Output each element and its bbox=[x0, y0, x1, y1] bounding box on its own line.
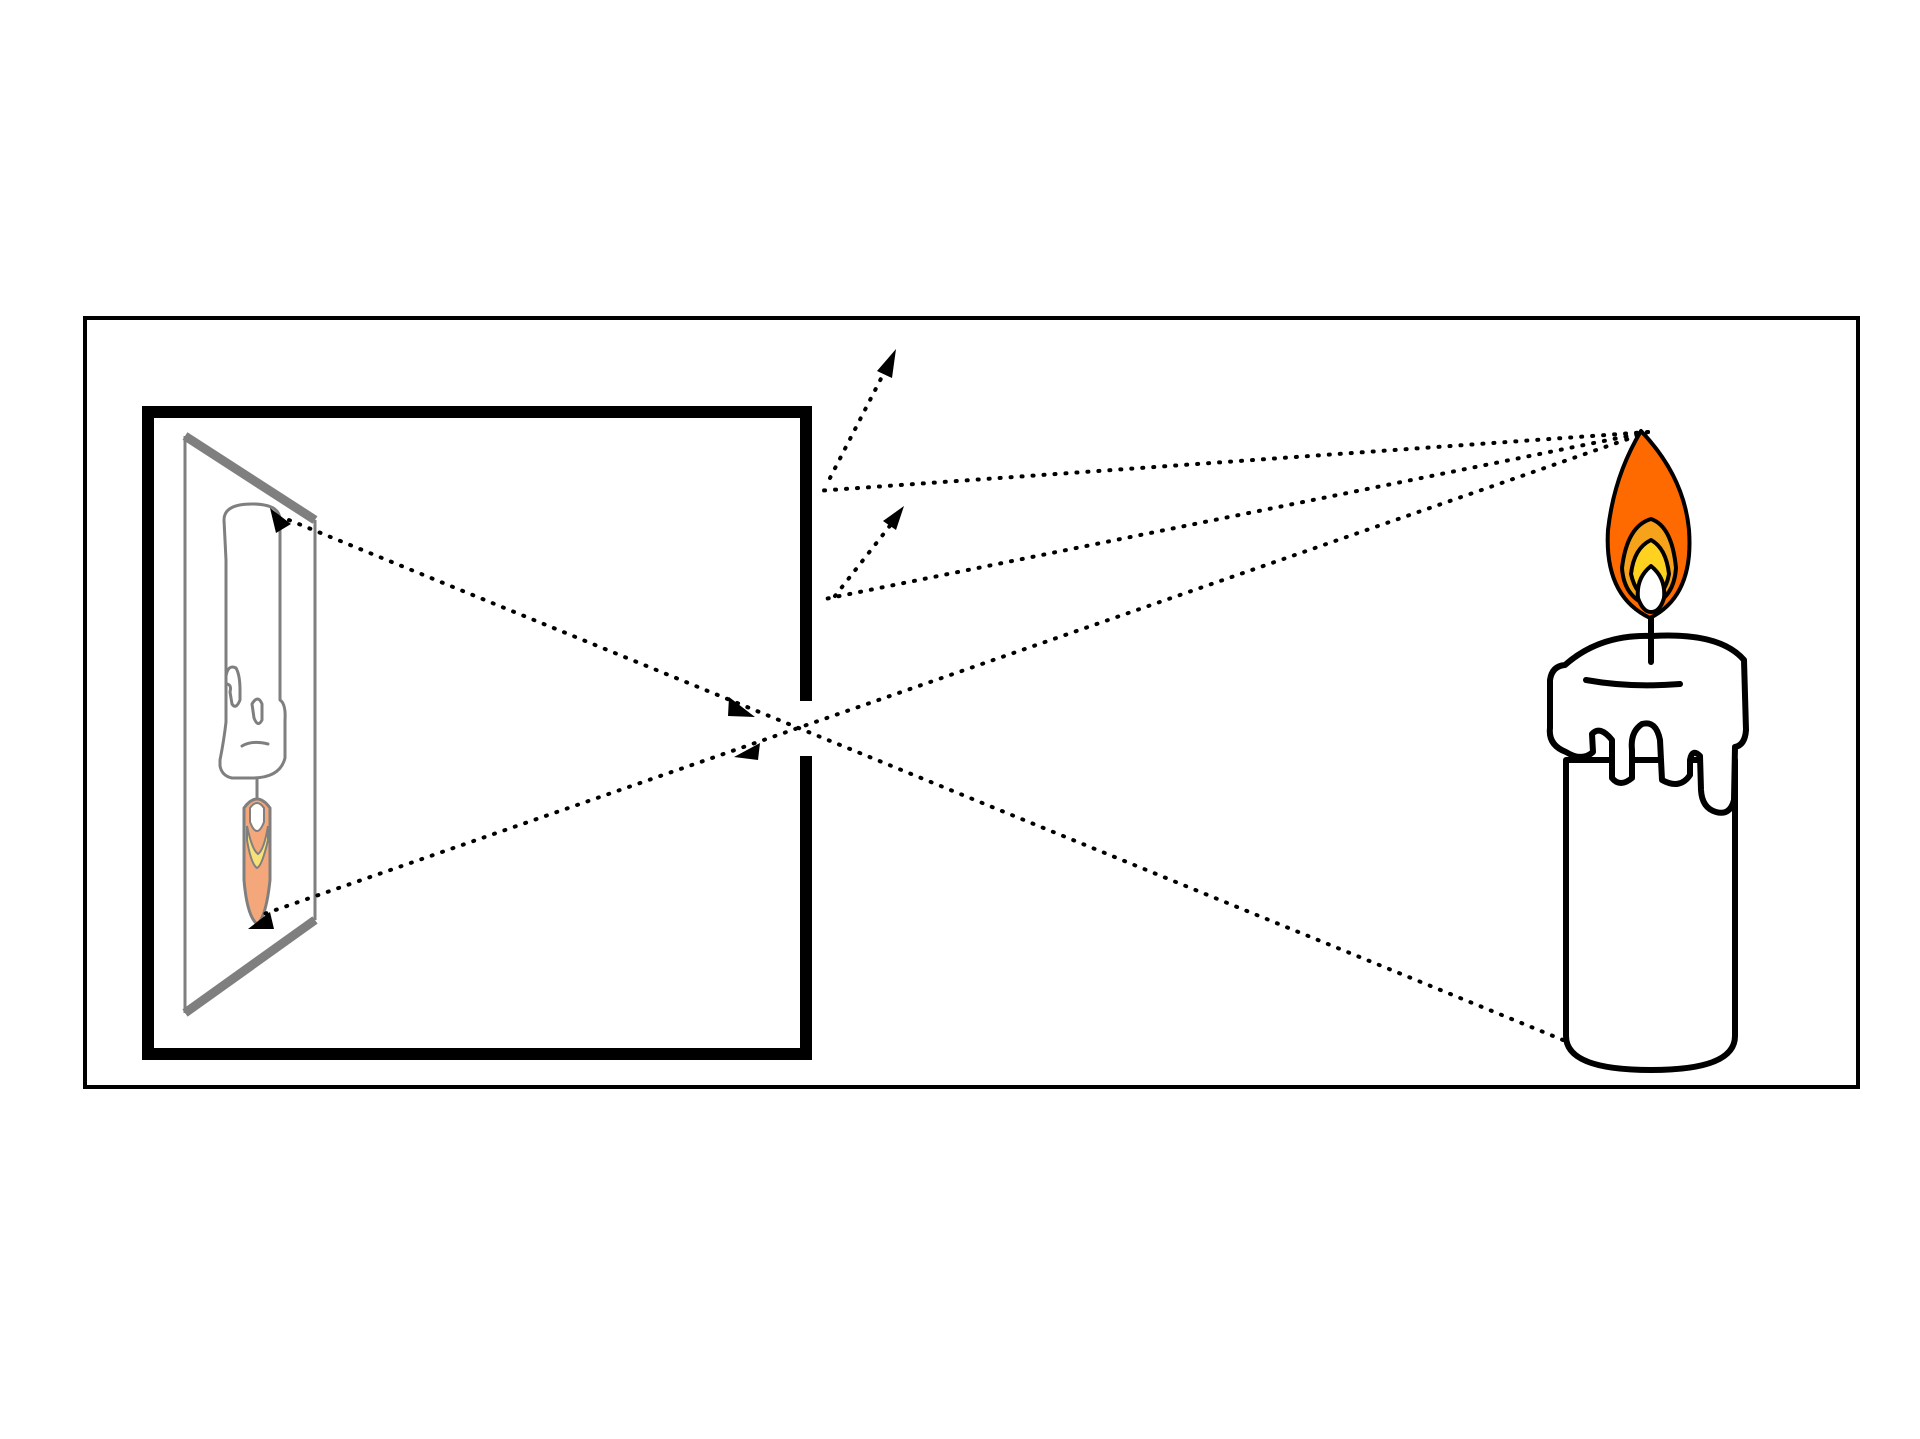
ray-bottom-to-top-image bbox=[282, 516, 1565, 1042]
arrowhead-image-bottom bbox=[248, 912, 274, 929]
ray-reflected-lower bbox=[833, 516, 898, 598]
flame-core bbox=[1635, 564, 1667, 614]
arrowhead-reflected-lower bbox=[883, 506, 904, 530]
arrowhead-image-top bbox=[270, 508, 291, 533]
candle-body bbox=[1563, 757, 1738, 1073]
arrowhead-pinhole-lower bbox=[734, 743, 760, 760]
ray-blocked-upper bbox=[814, 430, 1650, 493]
candle-top-line bbox=[1583, 677, 1683, 689]
image-flame bbox=[242, 797, 272, 926]
ray-top-to-bottom-image bbox=[262, 430, 1650, 916]
inverted-candle-image bbox=[218, 502, 287, 799]
candle bbox=[1546, 609, 1749, 1073]
outer-frame bbox=[83, 316, 1860, 1089]
ray-arrowheads bbox=[248, 349, 904, 929]
ray-blocked-lower bbox=[818, 430, 1650, 602]
light-rays bbox=[262, 363, 1650, 1042]
image-screen bbox=[182, 432, 318, 1017]
candle-flame bbox=[1605, 429, 1692, 620]
pinhole bbox=[800, 703, 812, 754]
arrowhead-reflected-upper bbox=[877, 349, 896, 378]
ray-reflected-upper bbox=[828, 363, 890, 480]
arrowhead-pinhole-upper bbox=[728, 697, 755, 717]
camera-box bbox=[142, 406, 812, 1060]
